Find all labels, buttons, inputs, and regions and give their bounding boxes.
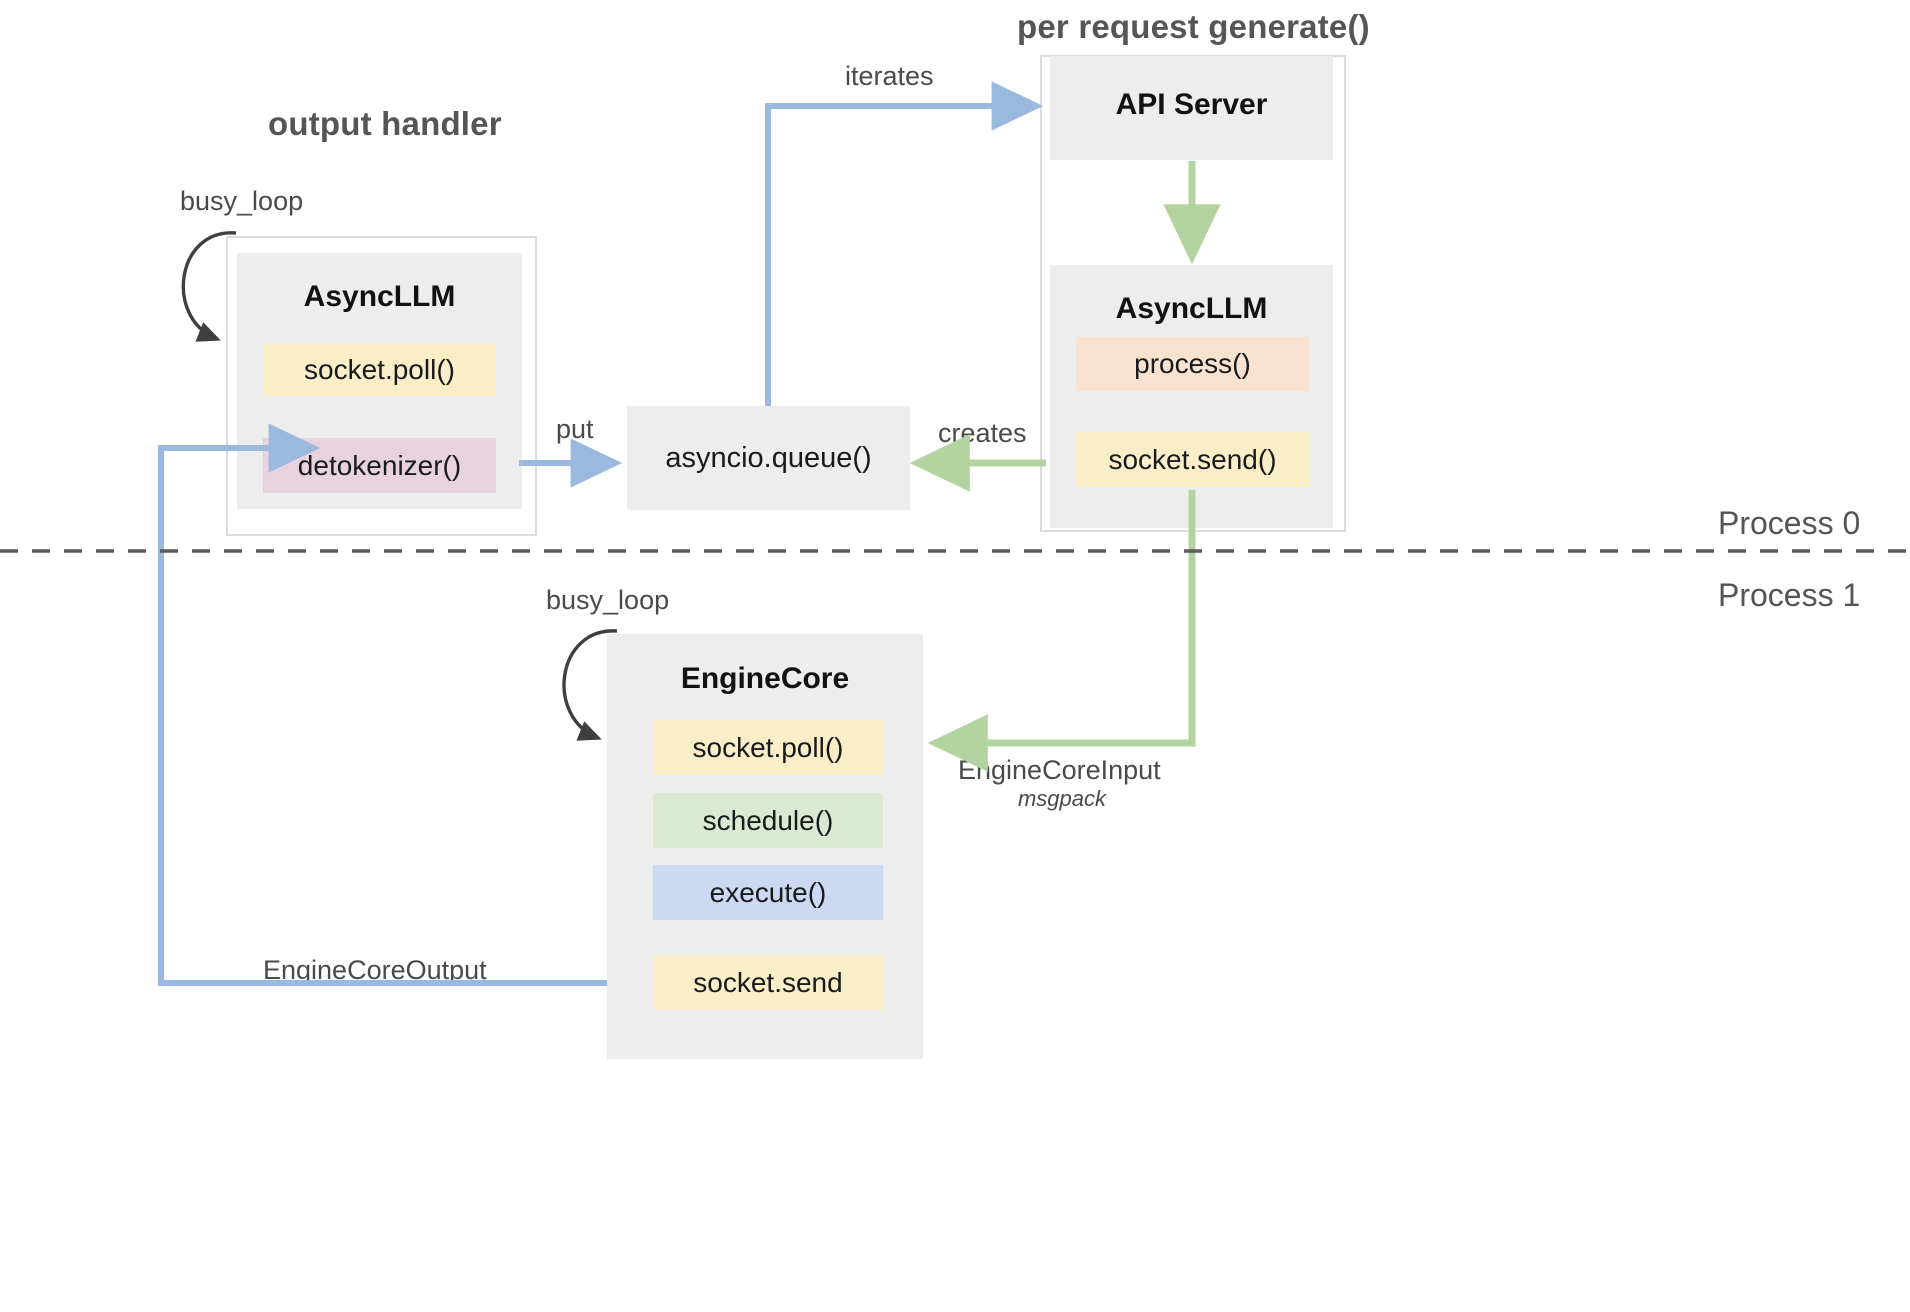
api-server-box[interactable]: API Server bbox=[1050, 56, 1333, 160]
engine-core-output-label: EngineCoreOutput bbox=[263, 955, 487, 985]
engine-core-input-sub-label: msgpack bbox=[1017, 786, 1107, 811]
output-handler-title: output handler bbox=[268, 105, 502, 142]
chip-schedule[interactable]: schedule() bbox=[653, 793, 883, 848]
chip-socket-send-engine-core[interactable]: socket.send bbox=[653, 955, 883, 1010]
busy-loop-left-label: busy_loop bbox=[180, 186, 304, 216]
engine-core-input-label: EngineCoreInput bbox=[958, 755, 1161, 785]
engine-core-header: EngineCore bbox=[680, 662, 850, 695]
process-1-label: Process 1 bbox=[1718, 577, 1861, 613]
chip-process[interactable]: process() bbox=[1076, 337, 1309, 391]
chip-socket-poll-engine-core[interactable]: socket.poll() bbox=[653, 720, 883, 775]
asyncio-queue-node[interactable]: asyncio.queue() bbox=[627, 406, 910, 510]
chip-execute[interactable]: execute() bbox=[653, 865, 883, 920]
creates-label: creates bbox=[938, 418, 1027, 448]
iterates-label: iterates bbox=[845, 61, 934, 91]
chip-socket-send-asyncllm[interactable]: socket.send() bbox=[1076, 432, 1309, 487]
asyncllm-output-handler-box[interactable]: AsyncLLM socket.poll() detokenizer() bbox=[237, 253, 522, 509]
asyncllm-request-header: AsyncLLM bbox=[1115, 292, 1268, 325]
asyncllm-output-handler-header: AsyncLLM bbox=[303, 280, 456, 313]
per-request-generate-title: per request generate() bbox=[1017, 8, 1370, 45]
api-server-header: API Server bbox=[1115, 88, 1268, 121]
asyncllm-request-box[interactable]: AsyncLLM process() socket.send() bbox=[1050, 265, 1333, 528]
engine-core-box[interactable]: EngineCore socket.poll() schedule() exec… bbox=[607, 634, 923, 1059]
busy-loop-engine-label: busy_loop bbox=[546, 585, 670, 615]
put-label: put bbox=[556, 414, 594, 444]
chip-detokenizer[interactable]: detokenizer() bbox=[263, 438, 496, 493]
edge-iterates-queue-to-api-server bbox=[765, 81, 1044, 406]
process-0-label: Process 0 bbox=[1718, 505, 1861, 541]
chip-socket-poll-output-handler[interactable]: socket.poll() bbox=[263, 344, 496, 396]
